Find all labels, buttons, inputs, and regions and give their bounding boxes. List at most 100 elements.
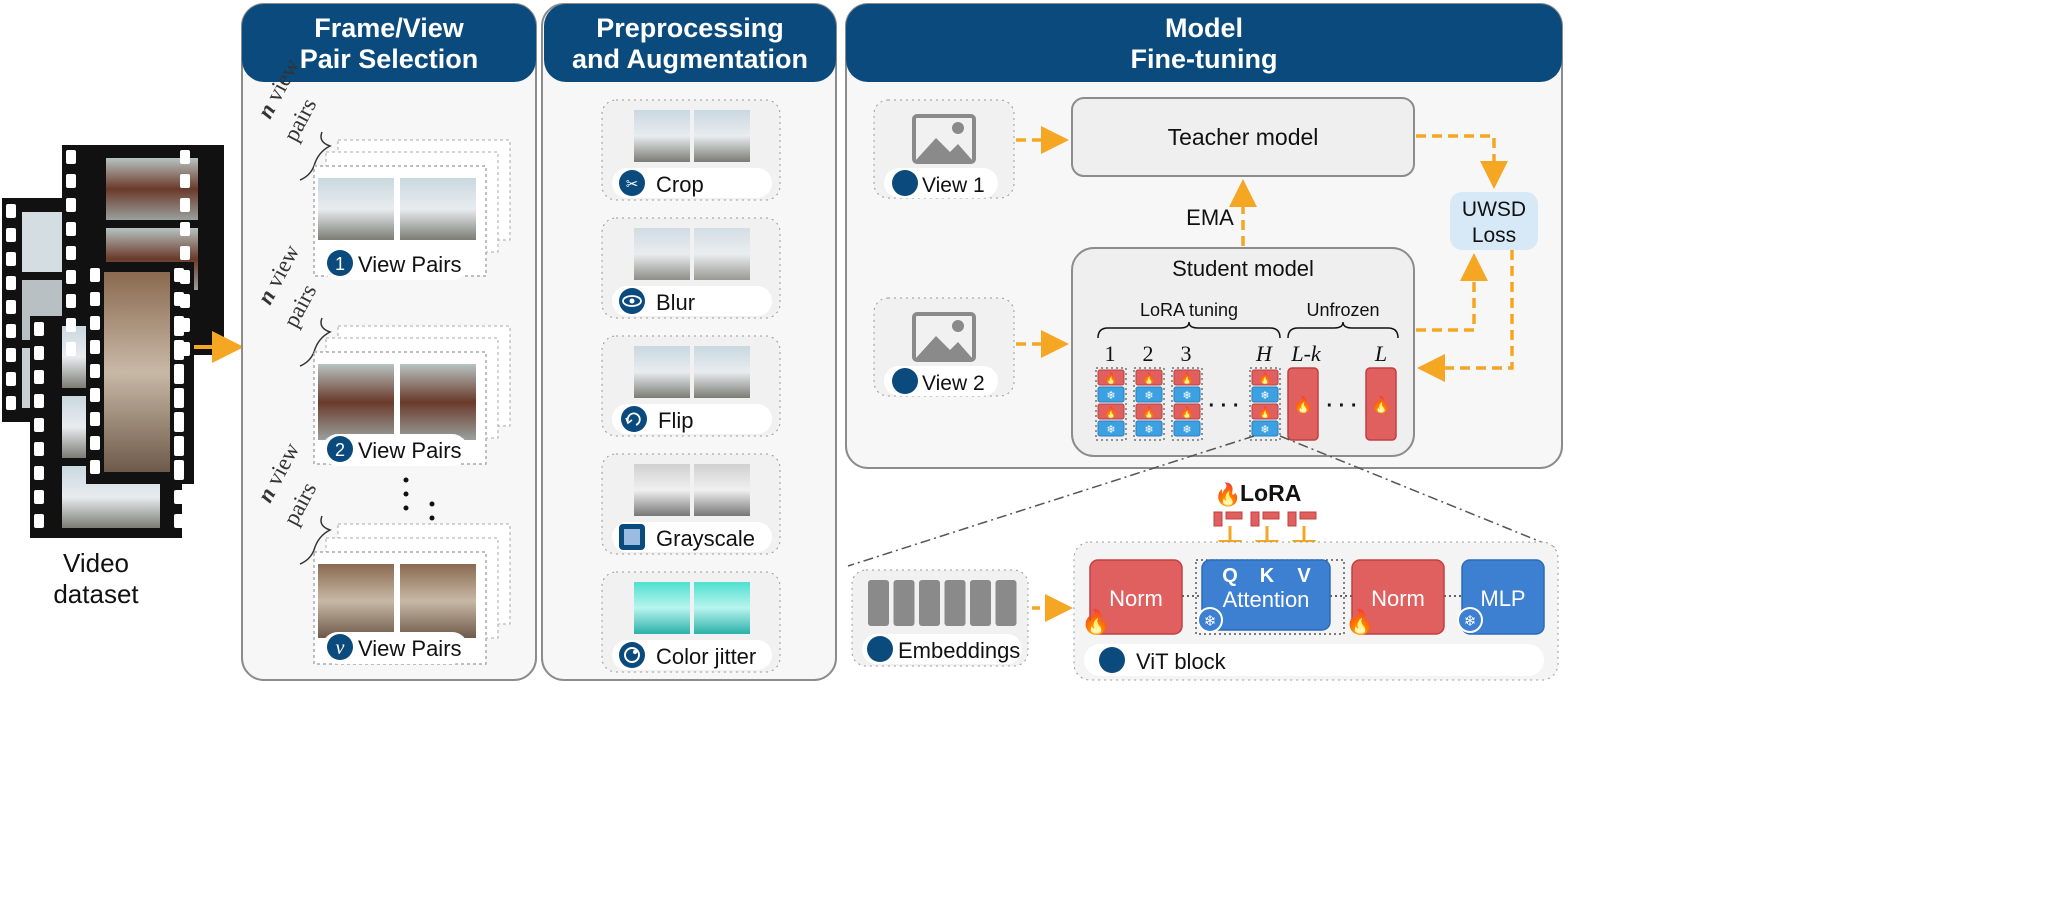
- film-hole: [66, 246, 76, 260]
- film-hole: [174, 412, 184, 426]
- image-icon: [912, 312, 976, 362]
- film-hole: [6, 228, 16, 242]
- film-hole: [180, 150, 190, 164]
- eye-icon: [622, 295, 642, 307]
- aug-flip-label: Flip: [658, 408, 693, 433]
- film-hole: [66, 318, 76, 332]
- groupv-badge: v: [336, 637, 345, 659]
- film-hole: [66, 174, 76, 188]
- film-hole: [180, 246, 190, 260]
- lora-label: LoRA: [1240, 480, 1301, 506]
- norm1-label: Norm: [1109, 586, 1163, 611]
- embedding-tokens: [868, 580, 1017, 626]
- film-hole: [180, 174, 190, 188]
- lora-layer-columns: 🔥❄🔥❄🔥❄🔥❄🔥❄🔥❄🔥❄🔥❄: [1095, 367, 1281, 441]
- palette-icon: [624, 647, 640, 663]
- loss-line2: Loss: [1472, 224, 1516, 247]
- uwsd-loss-box: UWSD Loss: [1450, 192, 1538, 250]
- film-hole: [34, 442, 44, 456]
- film-hole: [90, 460, 100, 474]
- grayscale-icon: [624, 529, 640, 545]
- flip-icon: [625, 412, 641, 426]
- embedding-token: [995, 580, 1017, 626]
- layer-label-l: L: [1374, 341, 1387, 366]
- arrow-student-loss: [1416, 253, 1488, 332]
- fire-icon: 🔥: [1142, 406, 1156, 419]
- film-hole: [90, 364, 100, 378]
- video-dataset: Video dataset: [2, 145, 224, 609]
- layer-label-h: H: [1255, 341, 1273, 366]
- attention-block: Q K V Attention ❄: [1197, 559, 1331, 633]
- view-pair-group-2: nview pairs 2 View Pairs: [252, 240, 511, 466]
- snowflake-icon: ❄: [1144, 390, 1153, 402]
- aug-color-jitter: Color jitter: [601, 571, 781, 673]
- fire-icon: 🔥: [1104, 406, 1118, 419]
- embedding-token: [893, 580, 915, 626]
- group1-label: View Pairs: [358, 252, 462, 277]
- snowflake-icon: ❄: [1204, 613, 1217, 630]
- film-hole: [66, 270, 76, 284]
- ema-label: EMA: [1186, 205, 1234, 230]
- snowflake-icon: ❄: [1464, 613, 1477, 630]
- embeddings-box: Embeddings: [851, 569, 1029, 667]
- film-hole: [174, 436, 184, 450]
- panel1-header-line1: Frame/View: [314, 13, 465, 43]
- film-hole: [90, 316, 100, 330]
- aug-crop-label: Crop: [656, 172, 704, 197]
- scissors-icon: ✂: [626, 176, 639, 193]
- student-label: Student model: [1172, 256, 1314, 281]
- view2-label: View 2: [922, 372, 985, 395]
- fire-icon: 🔥: [1293, 395, 1313, 414]
- film-hole: [174, 316, 184, 330]
- snowflake-icon: ❄: [1106, 390, 1115, 402]
- group1-badge: 1: [335, 254, 345, 274]
- embedding-token: [868, 580, 889, 626]
- film-hole: [90, 412, 100, 426]
- unfrozen-dots: · · ·: [1326, 395, 1357, 417]
- aug-flip: Flip: [601, 335, 781, 437]
- video-label-line2: dataset: [53, 579, 139, 609]
- panel3-header: [846, 4, 1562, 82]
- view1-label: View 1: [922, 174, 985, 197]
- lora-layer-column-2: 🔥❄🔥❄: [1133, 367, 1165, 441]
- view2-input: View 2: [873, 297, 1015, 397]
- panel1-header-line2: Pair Selection: [300, 44, 479, 74]
- aug-grayscale: Grayscale: [601, 453, 781, 555]
- film-hole: [6, 396, 16, 410]
- film-hole: [6, 252, 16, 266]
- fire-icon: 🔥: [1142, 372, 1156, 385]
- group2-badge: 2: [335, 440, 345, 460]
- film-hole: [34, 514, 44, 528]
- group2-label: View Pairs: [358, 438, 462, 463]
- film-hole: [34, 490, 44, 504]
- snowflake-icon: ❄: [1182, 390, 1191, 402]
- film-hole: [180, 198, 190, 212]
- aug-color-jitter-label: Color jitter: [656, 644, 756, 669]
- arrow-loss-student: [1417, 250, 1514, 382]
- snowflake-icon: ❄: [1182, 424, 1191, 436]
- film-hole: [90, 436, 100, 450]
- film-hole: [180, 222, 190, 236]
- video-label-line1: Video: [63, 548, 129, 578]
- unfrozen-layer-l: 🔥: [1365, 367, 1397, 441]
- view-pair-group-1: nview pairs 1 View Pairs: [252, 54, 511, 280]
- film-hole: [34, 346, 44, 360]
- student-model-box: Student model LoRA tuning Unfrozen 1 2 3…: [1071, 247, 1415, 457]
- fire-icon: 🔥: [1081, 608, 1111, 636]
- lora-tuning-label: LoRA tuning: [1140, 300, 1238, 320]
- view1-input: View 1: [873, 99, 1015, 199]
- film-hole: [90, 340, 100, 354]
- groupv-label: View Pairs: [358, 636, 462, 661]
- ellipsis-dots: [403, 477, 435, 521]
- panel2-header-line2: and Augmentation: [572, 44, 808, 74]
- zoom-lines: [847, 435, 1557, 567]
- film-hole: [34, 370, 44, 384]
- aug-blur: Blur: [601, 217, 781, 319]
- film-hole: [66, 222, 76, 236]
- aug-grayscale-label: Grayscale: [656, 526, 755, 551]
- panel1-header: [242, 4, 536, 82]
- film-hole: [174, 292, 184, 306]
- embedding-token: [944, 580, 966, 626]
- q-label: Q: [1222, 565, 1238, 587]
